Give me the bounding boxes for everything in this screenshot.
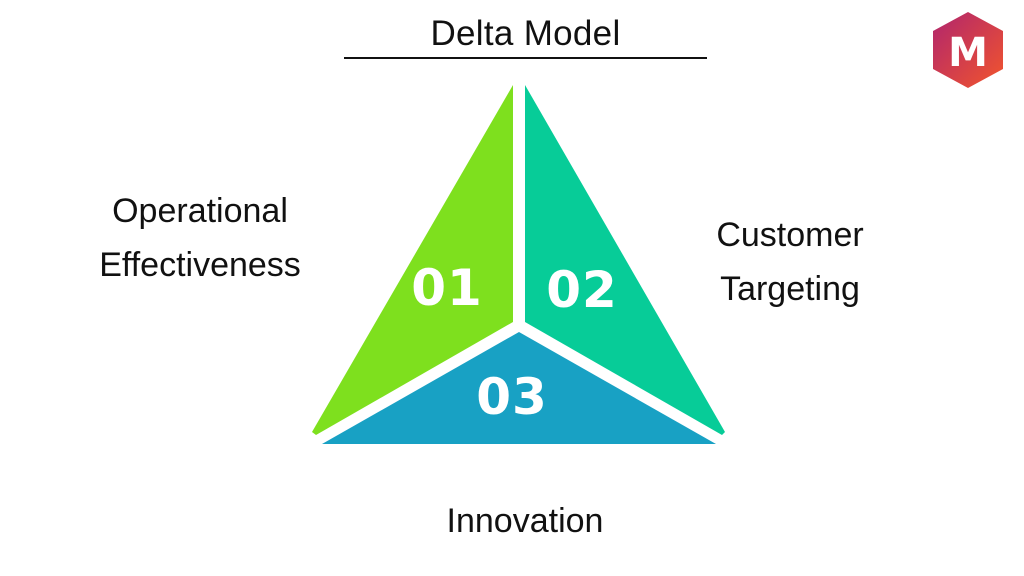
- logo-letter: M: [948, 30, 988, 76]
- diagram-title: Delta Model: [430, 14, 621, 53]
- brand-logo: M: [933, 12, 1003, 88]
- segment-03-shape: [322, 332, 716, 444]
- segment-02-label-line-1: Customer: [716, 216, 864, 254]
- segment-02-label-line-2: Targeting: [720, 270, 860, 308]
- segment-01-label-line-1: Operational: [112, 192, 288, 230]
- segment-02-shape: [525, 85, 725, 435]
- segment-01-label: Operational Effectiveness: [80, 184, 320, 292]
- segment-03-label-line-1: Innovation: [446, 502, 604, 540]
- segment-02-number: 02: [546, 261, 618, 319]
- segment-03-number: 03: [476, 368, 548, 426]
- segment-01-shape: [312, 85, 513, 435]
- segment-01-label-line-2: Effectiveness: [99, 246, 301, 284]
- segment-01-number: 01: [411, 259, 483, 317]
- segment-02-label: Customer Targeting: [690, 208, 890, 316]
- logo-hexagon-icon: [933, 12, 1003, 88]
- title-underline: [344, 57, 707, 59]
- segment-03-label: Innovation: [410, 494, 640, 548]
